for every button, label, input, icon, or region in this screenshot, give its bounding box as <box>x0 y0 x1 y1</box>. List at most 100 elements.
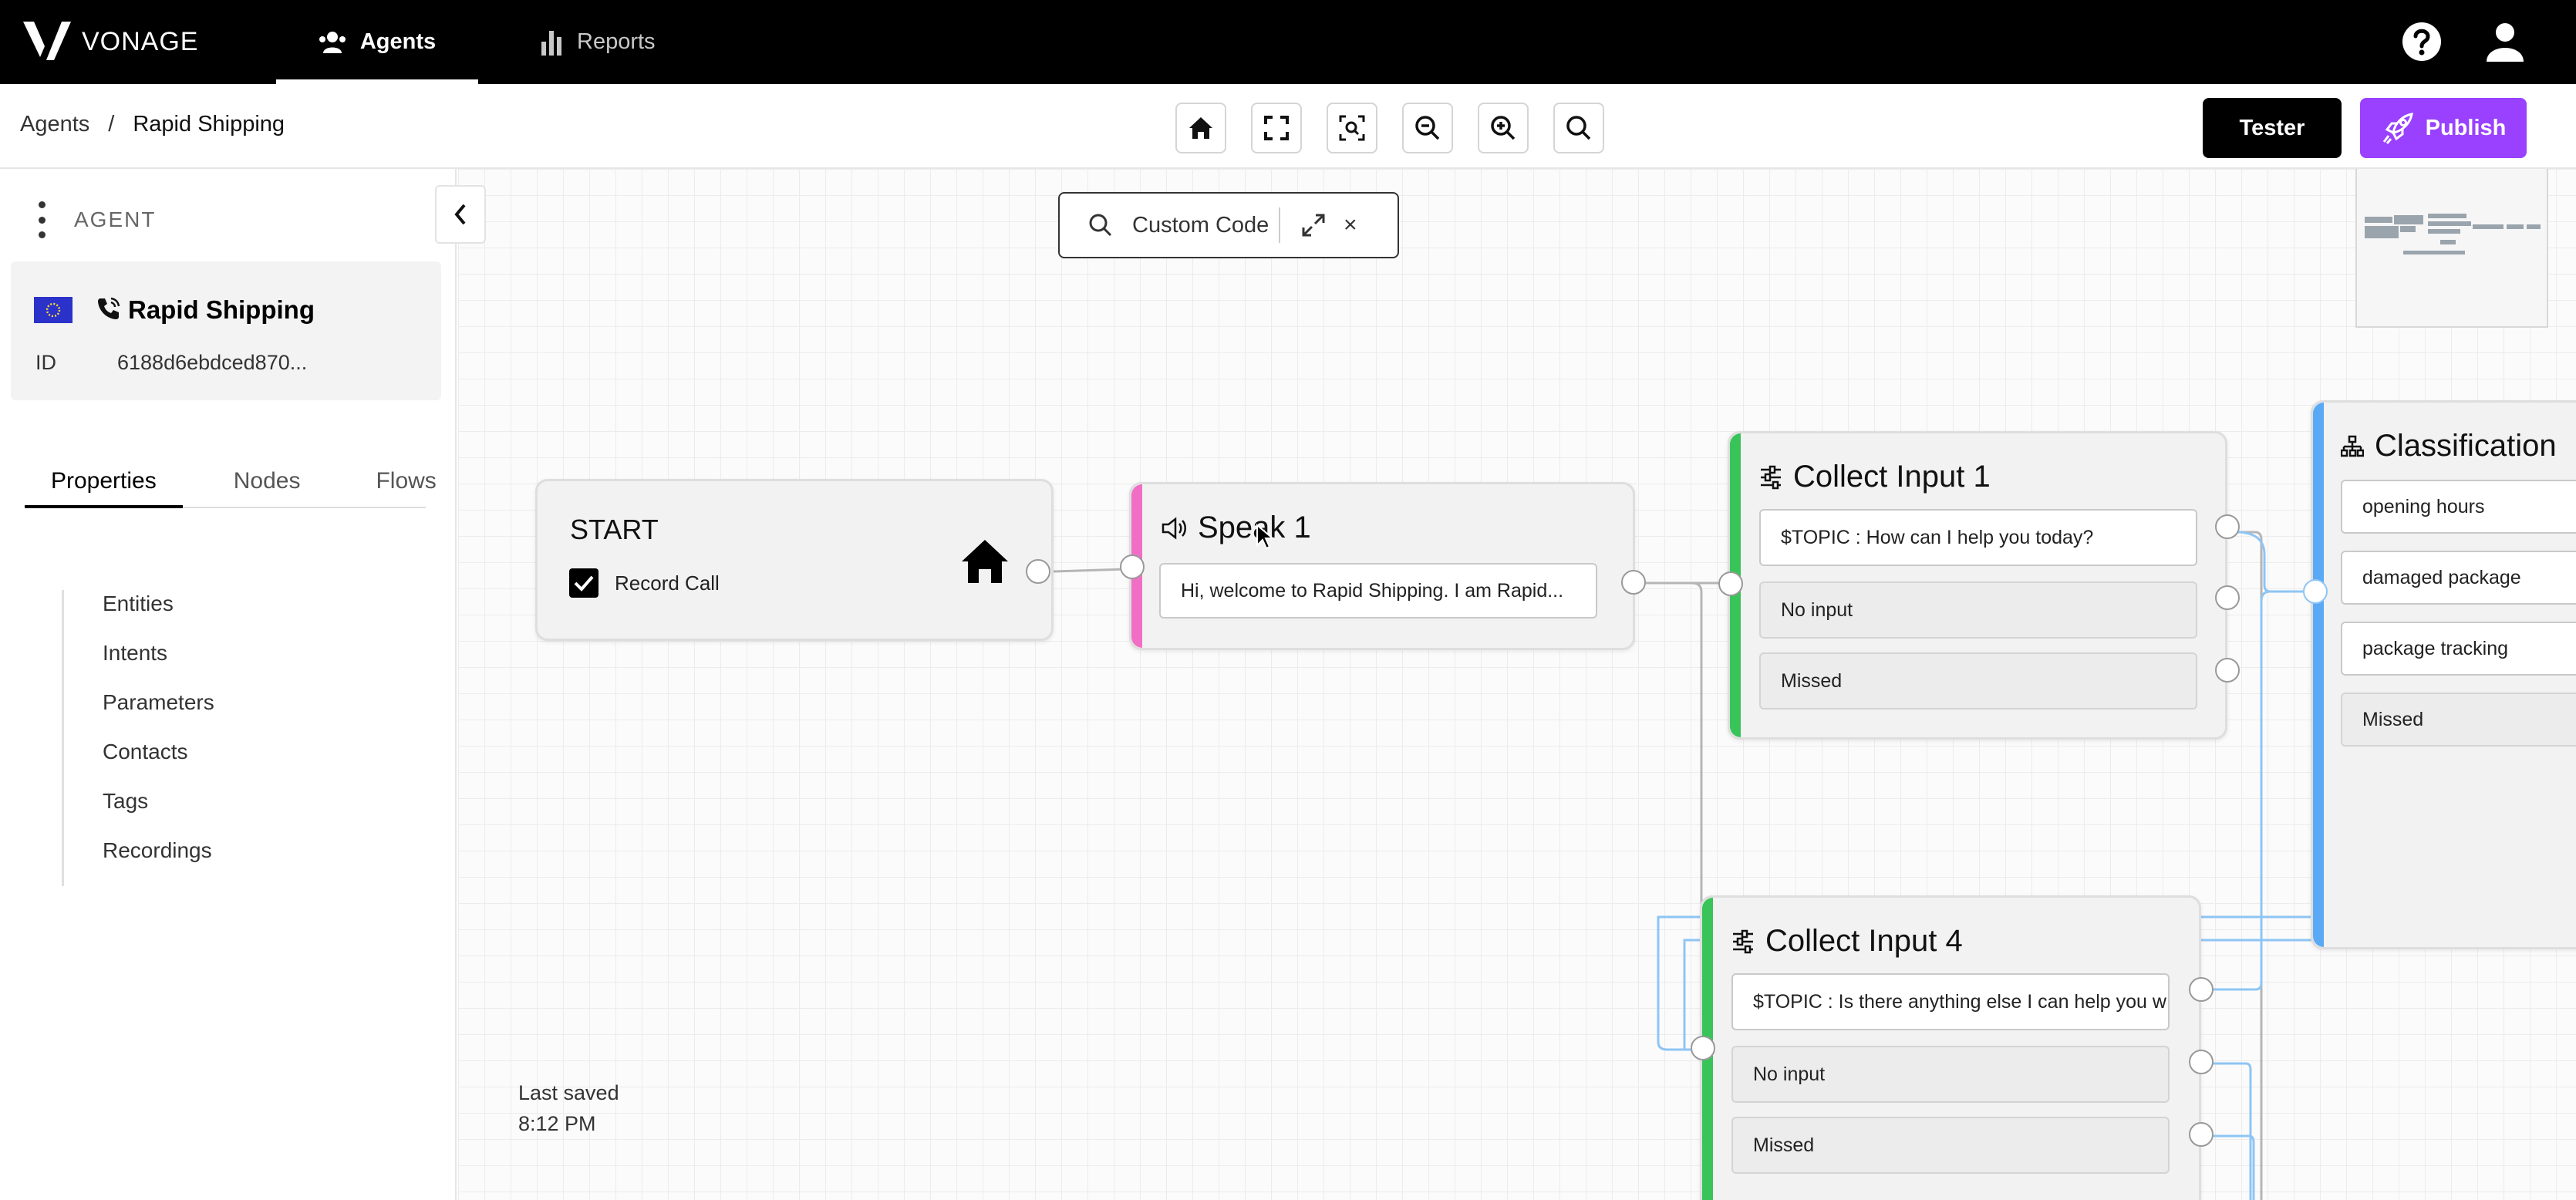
collect-input-node[interactable]: Collect Input 1 $TOPIC : How can I help … <box>1728 431 2227 740</box>
canvas-search-text: Custom Code <box>1132 212 1269 238</box>
node-title: Collect Input 4 <box>1731 924 1963 959</box>
zoom-out-icon <box>1415 116 1440 140</box>
zoom-to-fit-icon <box>1339 115 1365 141</box>
wire-loop2-to-collect4 <box>1683 939 2576 1050</box>
speak-message-field[interactable]: Hi, welcome to Rapid Shipping. I am Rapi… <box>1159 563 1597 619</box>
more-options-icon[interactable] <box>31 201 52 238</box>
search-nodes-button[interactable] <box>1553 103 1604 153</box>
node-title: Classification <box>2341 429 2557 463</box>
zoom-to-fit-button[interactable] <box>1327 103 1377 153</box>
phone-call-icon <box>98 297 120 319</box>
flow-canvas[interactable]: Custom Code × START Record Ca <box>458 169 2576 1200</box>
search-icon <box>1566 116 1591 140</box>
fit-screen-icon <box>1264 116 1289 140</box>
minimap-preview <box>2365 214 2541 254</box>
wire-start-to-speak1 <box>1053 568 1127 573</box>
minimap[interactable] <box>2355 169 2548 328</box>
collect-output-no-input[interactable]: No input <box>1759 581 2197 639</box>
collect-prompt-field[interactable]: $TOPIC : Is there anything else I can he… <box>1731 973 2170 1030</box>
publish-label: Publish <box>2425 115 2507 140</box>
last-saved-time: 8:12 PM <box>518 1112 596 1135</box>
chevron-left-icon <box>454 204 466 225</box>
collect-output-missed[interactable]: Missed <box>1759 652 2197 710</box>
collect1-output-port-no-input[interactable] <box>2215 585 2240 610</box>
canvas-search-box[interactable]: Custom Code × <box>1058 192 1399 258</box>
collapse-sidebar-button[interactable] <box>435 185 486 244</box>
bar-chart-icon <box>541 30 561 56</box>
agent-id-label: ID <box>35 351 56 374</box>
mouse-cursor-icon <box>1256 524 1274 550</box>
property-tags[interactable]: Tags <box>103 789 149 813</box>
node-title-text: Collect Input 4 <box>1765 924 1963 958</box>
canvas-toolbar <box>1175 103 1629 153</box>
agent-id-value: 6188d6ebdced870... <box>117 351 308 374</box>
expand-icon[interactable] <box>1300 212 1327 238</box>
connector-lines <box>1053 531 2576 1200</box>
tab-flows[interactable]: Flows <box>376 468 437 494</box>
speaker-icon <box>1162 516 1186 540</box>
collect1-output-port-missed[interactable] <box>2215 658 2240 683</box>
property-entities[interactable]: Entities <box>103 592 174 615</box>
node-title-text: Collect Input 1 <box>1793 460 1991 494</box>
input-settings-icon <box>1761 465 1781 489</box>
speak-input-port[interactable] <box>1120 554 1145 579</box>
tester-button[interactable]: Tester <box>2203 98 2342 158</box>
node-title: START <box>570 514 659 545</box>
property-recordings[interactable]: Recordings <box>103 838 212 862</box>
checkbox-checked-icon <box>569 568 598 598</box>
record-call-checkbox[interactable]: Record Call <box>568 568 720 598</box>
properties-list: Entities Intents Parameters Contacts Tag… <box>62 590 214 886</box>
start-node[interactable]: START Record Call <box>535 479 1054 641</box>
node-title-text: Classification <box>2375 429 2557 463</box>
nav-tab-label: Reports <box>577 29 656 54</box>
breadcrumb-separator: / <box>108 112 115 137</box>
nav-tab-agents[interactable]: Agents <box>276 0 478 84</box>
speak-output-port[interactable] <box>1621 570 1646 595</box>
wire-collect4-noinput <box>2204 1062 2252 1200</box>
zoom-in-button[interactable] <box>1478 103 1529 153</box>
classification-output-package-tracking[interactable]: package tracking <box>2341 622 2576 676</box>
breadcrumb-agents-link[interactable]: Agents <box>20 112 90 137</box>
classification-node[interactable]: Classification opening hours damaged pac… <box>2311 400 2576 949</box>
tab-properties[interactable]: Properties <box>25 468 183 508</box>
publish-button[interactable]: Publish <box>2360 98 2527 158</box>
tab-nodes[interactable]: Nodes <box>233 468 301 494</box>
node-title-text: Speak 1 <box>1198 511 1311 544</box>
nav-tab-reports[interactable]: Reports <box>540 0 656 84</box>
last-saved-label: Last saved <box>518 1081 619 1104</box>
home-icon <box>962 540 1008 583</box>
collect4-output-port-topic[interactable] <box>2189 977 2214 1002</box>
collect-output-missed[interactable]: Missed <box>1731 1117 2170 1174</box>
collect-output-no-input[interactable]: No input <box>1731 1046 2170 1103</box>
help-icon[interactable] <box>2400 20 2443 63</box>
start-output-port[interactable] <box>1026 559 1050 584</box>
collect1-output-port-topic[interactable] <box>2215 514 2240 539</box>
breadcrumb: Agents / Rapid Shipping <box>20 112 285 137</box>
zoom-out-button[interactable] <box>1402 103 1453 153</box>
collect-prompt-field[interactable]: $TOPIC : How can I help you today? <box>1759 509 2197 566</box>
property-parameters[interactable]: Parameters <box>103 690 214 714</box>
agent-card: Rapid Shipping ID 6188d6ebdced870... <box>11 261 441 400</box>
speak-node[interactable]: Speak 1 Hi, welcome to Rapid Shipping. I… <box>1129 482 1635 650</box>
close-search-icon[interactable]: × <box>1344 212 1357 238</box>
vonage-logo-icon <box>23 22 71 60</box>
user-account-icon[interactable] <box>2483 20 2527 63</box>
collect4-input-port[interactable] <box>1691 1036 1715 1060</box>
home-button[interactable] <box>1175 103 1226 153</box>
wire-loop-to-collect4 <box>1657 915 2576 1051</box>
collect4-output-port-no-input[interactable] <box>2189 1050 2214 1074</box>
property-intents[interactable]: Intents <box>103 641 168 665</box>
property-contacts[interactable]: Contacts <box>103 740 188 763</box>
collect4-output-port-missed[interactable] <box>2189 1122 2214 1147</box>
agent-sidebar: AGENT Rapid Shipping ID 6188d6ebdced870.… <box>0 169 457 1200</box>
vonage-logo[interactable]: VONAGE <box>23 17 198 66</box>
collect1-input-port[interactable] <box>1718 571 1743 596</box>
classification-input-port[interactable] <box>2303 579 2328 604</box>
classification-output-missed[interactable]: Missed <box>2341 693 2576 747</box>
collect-input-node[interactable]: Collect Input 4 $TOPIC : Is there anythi… <box>1700 895 2201 1200</box>
classification-output-opening-hours[interactable]: opening hours <box>2341 480 2576 534</box>
classification-output-damaged-package[interactable]: damaged package <box>2341 551 2576 605</box>
hierarchy-icon <box>2341 435 2364 457</box>
people-icon <box>319 31 346 53</box>
fit-screen-button[interactable] <box>1251 103 1302 153</box>
